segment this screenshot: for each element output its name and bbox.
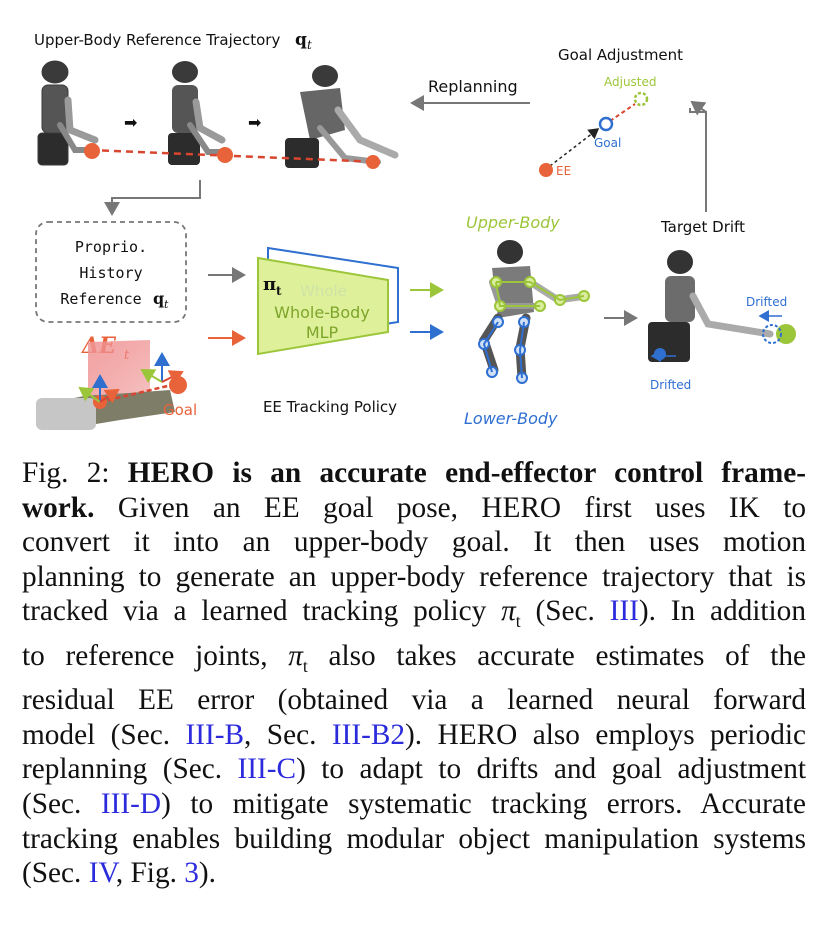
pi-symbol: π (501, 595, 516, 628)
caption-text: convert it into an upper-body goal. It t… (22, 526, 806, 559)
goal-marker (598, 116, 614, 132)
link-sec-iii-c[interactable]: III-C (237, 753, 297, 786)
caption-line-6: to reference joints, πt also takes accur… (22, 639, 806, 683)
figure-caption: Fig. 2: HERO is an accurate end-effector… (22, 456, 806, 891)
caption-bold-title-cont: work. (22, 491, 95, 524)
adjusted-goal-marker (633, 91, 649, 107)
caption-line-4: planning to generate an upper-body refer… (22, 560, 806, 595)
caption-line-2: work. Given an EE goal pose, HERO first … (22, 491, 806, 526)
ee-marker (539, 163, 553, 177)
ee-label: EE (556, 164, 571, 178)
replanning-label: Replanning (428, 77, 518, 96)
lower-body-label: Lower-Body (464, 409, 558, 428)
caption-text: ). HERO also employs periodic (405, 718, 806, 751)
goal-adjustment-title: Goal Adjustment (558, 46, 683, 64)
caption-line-11: tracking enables building modular object… (22, 822, 806, 857)
upper-body-joints (490, 276, 590, 312)
hand-closeup (36, 340, 187, 430)
upper-body-label: Upper-Body (466, 213, 560, 232)
drift-robot (648, 250, 796, 362)
caption-text: ). (198, 857, 216, 890)
link-sec-iii-d[interactable]: III-D (100, 788, 162, 821)
caption-line-1: Fig. 2: HERO is an accurate end-effector… (22, 456, 806, 491)
trajectory-title: Upper-Body Reference Trajectory (34, 31, 280, 49)
traj-point-2 (217, 147, 233, 163)
traj-point-3 (366, 155, 380, 169)
mlp-ghost-label: Whole (300, 282, 347, 300)
input-proprio: Proprio. (75, 238, 147, 256)
caption-text: (Sec. (22, 857, 82, 890)
input-reference: Reference (60, 290, 141, 308)
caption-text: planning to generate an upper-body refer… (22, 560, 806, 593)
trajectory-line (89, 148, 381, 164)
caption-text: ) to adapt to drifts and goal adjustment (296, 753, 807, 786)
link-sec-iii-b[interactable]: III-B (185, 718, 245, 751)
target-drift-label: Target Drift (660, 218, 745, 236)
caption-text: model (Sec. (22, 718, 171, 751)
caption-text: tracking enables building modular object… (22, 822, 806, 855)
mlp-shape (257, 256, 389, 356)
policy-symbol: π (263, 274, 276, 295)
link-sec-iii-b2[interactable]: III-B2 (331, 718, 406, 751)
robot-frame-2 (168, 61, 229, 165)
policy-caption: EE Tracking Policy (263, 398, 397, 416)
mlp-label-line1: Whole-Body (274, 303, 370, 322)
caption-text: replanning (Sec. (22, 753, 223, 786)
drifted-top-label: Drifted (746, 295, 787, 309)
caption-text: (Sec. (22, 788, 82, 821)
method-overview-figure: Upper-Body Reference Trajectory q t ➡ ➡ … (34, 30, 796, 430)
pi-sub: t (515, 611, 521, 632)
drifted-bottom-label: Drifted (650, 378, 691, 392)
target-drift-arrowhead (690, 100, 707, 116)
trajectory-symbol: q (295, 30, 307, 50)
adjust-line (609, 103, 636, 122)
link-sec-iv[interactable]: IV (88, 857, 116, 890)
caption-line-9: replanning (Sec. III-C) to adapt to drif… (22, 752, 806, 787)
caption-text: , Sec. (244, 718, 317, 751)
inputs-box (35, 221, 187, 323)
input-reference-sub: t (164, 298, 169, 311)
trajectory-to-inputs-connector (104, 180, 201, 216)
input-reference-symbol: q (153, 289, 164, 308)
goal-label: Goal (594, 136, 621, 150)
caption-text: ). In addition (638, 595, 806, 628)
pi-symbol: π (288, 639, 303, 672)
mlp-label-line2: MLP (306, 323, 339, 342)
hand-goal-label: Goal (163, 401, 197, 419)
caption-text: Given an EE goal pose, HERO first uses I… (117, 491, 806, 524)
caption-line-3: convert it into an upper-body goal. It t… (22, 525, 806, 560)
caption-text: (Sec. (535, 595, 595, 628)
caption-line-12: (Sec. IV, Fig. 3). (22, 856, 806, 891)
caption-text: also takes accurate estimates of the (328, 639, 807, 672)
caption-line-5: tracked via a learned tracking policy πt… (22, 594, 806, 638)
sequence-arrow-1: ➡ (124, 113, 137, 132)
policy-symbol-sub: t (276, 284, 282, 298)
caption-text: to reference joints, (22, 639, 268, 672)
traj-point-1 (84, 143, 100, 159)
lower-body-joints (478, 316, 530, 384)
caption-text: ) to mitigate systematic tracking errors… (161, 788, 806, 821)
link-sec-iii[interactable]: III (609, 595, 639, 628)
caption-line-7: residual EE error (obtained via a learne… (22, 683, 806, 718)
sequence-arrow-2: ➡ (248, 113, 261, 132)
robot-frame-1 (37, 60, 99, 166)
link-fig-3[interactable]: 3 (184, 857, 199, 890)
input-history: History (79, 264, 142, 282)
caption-line-10: (Sec. III-D) to mitigate systematic trac… (22, 787, 806, 822)
caption-bold-title: HERO is an accurate end-effector control… (127, 457, 806, 489)
caption-fig-label: Fig. 2: (22, 457, 110, 489)
caption-text: residual EE error (obtained via a learne… (22, 684, 806, 717)
target-drift-connector (689, 108, 707, 212)
robot-frame-3 (285, 65, 399, 168)
adjusted-label: Adjusted (604, 75, 657, 89)
pi-sub: t (302, 655, 308, 676)
caption-text: tracked via a learned tracking policy (22, 595, 487, 628)
ee-to-goal-line (549, 128, 600, 167)
caption-line-8: model (Sec. III-B, Sec. III-B2). HERO al… (22, 718, 806, 753)
trajectory-symbol-sub: t (307, 38, 312, 52)
caption-text: , Fig. (115, 857, 177, 890)
